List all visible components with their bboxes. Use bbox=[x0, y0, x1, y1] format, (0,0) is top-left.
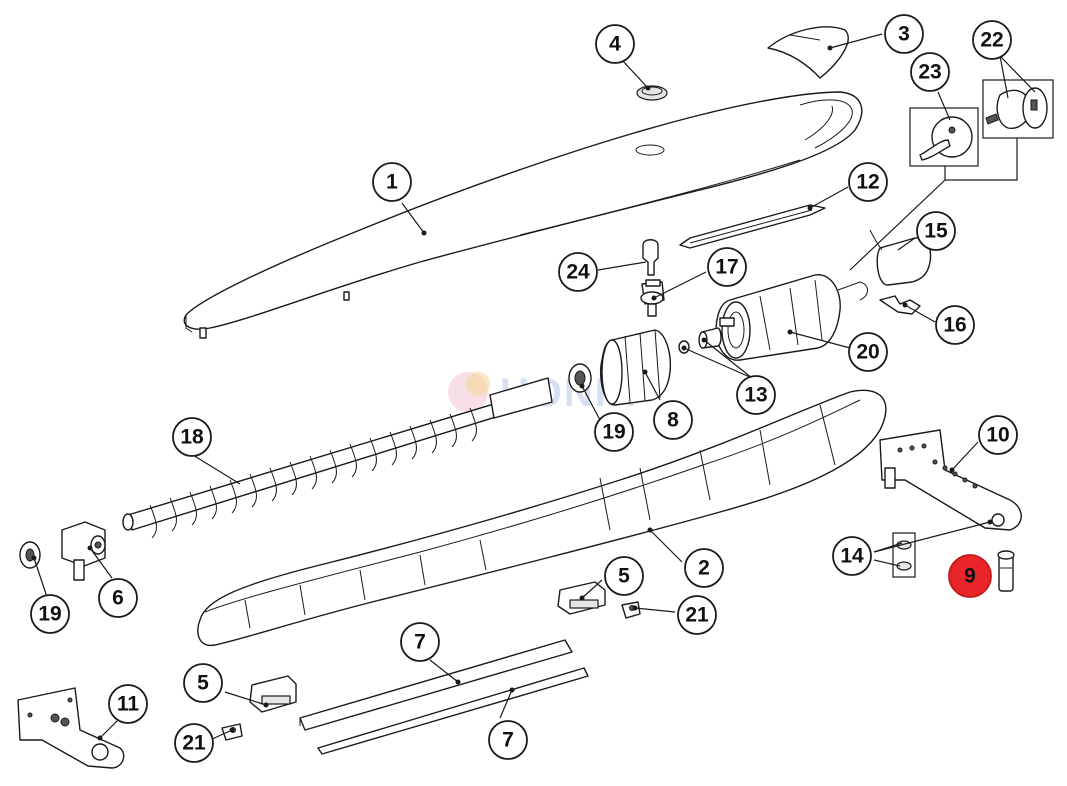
part-top-cover bbox=[183, 91, 863, 339]
svg-text:20: 20 bbox=[856, 341, 879, 364]
svg-text:11: 11 bbox=[117, 693, 140, 716]
svg-text:10: 10 bbox=[986, 424, 1009, 447]
svg-text:5: 5 bbox=[197, 672, 209, 695]
part-rails bbox=[299, 639, 589, 755]
callout-5-lower: 5 bbox=[183, 663, 223, 703]
svg-text:7: 7 bbox=[502, 729, 514, 752]
part-worm-screw bbox=[122, 377, 553, 539]
callout-2: 2 bbox=[684, 548, 724, 588]
part-pin bbox=[997, 550, 1015, 592]
part-lower-housing bbox=[197, 389, 887, 646]
part-plug bbox=[636, 85, 668, 101]
box-connector-lines bbox=[849, 138, 1018, 271]
part-washers bbox=[892, 532, 916, 578]
svg-text:19: 19 bbox=[38, 603, 61, 626]
callout-17: 17 bbox=[707, 247, 747, 287]
svg-text:9: 9 bbox=[964, 565, 976, 588]
part-end-cap bbox=[767, 26, 849, 79]
svg-text:12: 12 bbox=[856, 171, 879, 194]
callout-12: 12 bbox=[848, 162, 888, 202]
part-switch-cam-upper bbox=[621, 601, 641, 619]
part-clip bbox=[879, 295, 921, 315]
callout-5-upper: 5 bbox=[604, 556, 644, 596]
callout-19-upper: 19 bbox=[594, 412, 634, 452]
part-release-shaft bbox=[640, 279, 665, 317]
part-front-bracket bbox=[879, 429, 1022, 531]
part-bearing-lower bbox=[19, 541, 41, 569]
callout-16: 16 bbox=[935, 305, 975, 345]
svg-text:19: 19 bbox=[602, 421, 625, 444]
callout-7-lower: 7 bbox=[488, 720, 528, 760]
callout-7-upper: 7 bbox=[400, 622, 440, 662]
callout-4: 4 bbox=[595, 24, 635, 64]
svg-text:15: 15 bbox=[924, 220, 948, 243]
part-bearing-upper bbox=[568, 363, 592, 393]
callout-10: 10 bbox=[978, 415, 1018, 455]
svg-text:13: 13 bbox=[744, 384, 767, 407]
part-gate-bracket bbox=[17, 687, 125, 769]
svg-text:5: 5 bbox=[618, 565, 630, 588]
svg-text:18: 18 bbox=[180, 426, 204, 449]
svg-text:2: 2 bbox=[698, 557, 710, 580]
callout-14: 14 bbox=[832, 536, 872, 576]
callout-labels: 1 2 3 4 5 5 6 7 7 8 9 10 11 12 13 14 15 … bbox=[30, 14, 1018, 763]
svg-text:6: 6 bbox=[112, 587, 124, 610]
callout-21-lower: 21 bbox=[174, 723, 214, 763]
callout-15: 15 bbox=[916, 211, 956, 251]
svg-text:8: 8 bbox=[667, 409, 679, 432]
callout-18: 18 bbox=[172, 417, 212, 457]
svg-text:22: 22 bbox=[980, 29, 1003, 52]
svg-text:23: 23 bbox=[918, 61, 941, 84]
svg-text:16: 16 bbox=[943, 314, 966, 337]
part-release-lever-box bbox=[909, 107, 979, 167]
svg-text:1: 1 bbox=[386, 171, 398, 194]
part-bushings bbox=[678, 327, 722, 354]
svg-text:7: 7 bbox=[414, 631, 426, 654]
svg-text:14: 14 bbox=[840, 545, 864, 568]
callout-11: 11 bbox=[108, 684, 148, 724]
part-strip bbox=[679, 204, 826, 249]
svg-text:24: 24 bbox=[566, 261, 590, 284]
part-rear-bracket bbox=[61, 521, 106, 581]
callout-22: 22 bbox=[972, 20, 1012, 60]
callout-9: 9 bbox=[948, 554, 992, 598]
callout-6: 6 bbox=[98, 578, 138, 618]
part-gear-drum bbox=[599, 329, 672, 406]
part-limit-switch-lower bbox=[249, 675, 297, 713]
callout-24: 24 bbox=[558, 252, 598, 292]
svg-text:3: 3 bbox=[898, 23, 910, 46]
callout-21-upper: 21 bbox=[677, 595, 717, 635]
svg-text:21: 21 bbox=[685, 604, 709, 627]
svg-text:17: 17 bbox=[715, 256, 738, 279]
part-motor bbox=[715, 274, 868, 361]
callout-8: 8 bbox=[653, 400, 693, 440]
part-release-key bbox=[642, 239, 659, 276]
callout-13: 13 bbox=[736, 375, 776, 415]
callout-20: 20 bbox=[848, 332, 888, 372]
svg-text:21: 21 bbox=[182, 732, 206, 755]
part-lock-box bbox=[982, 79, 1054, 139]
callout-19-lower: 19 bbox=[30, 594, 70, 634]
svg-text:4: 4 bbox=[609, 33, 621, 56]
callout-1: 1 bbox=[372, 162, 412, 202]
callout-3: 3 bbox=[884, 14, 924, 54]
leader-lines bbox=[31, 33, 1036, 741]
callout-23: 23 bbox=[910, 52, 950, 92]
